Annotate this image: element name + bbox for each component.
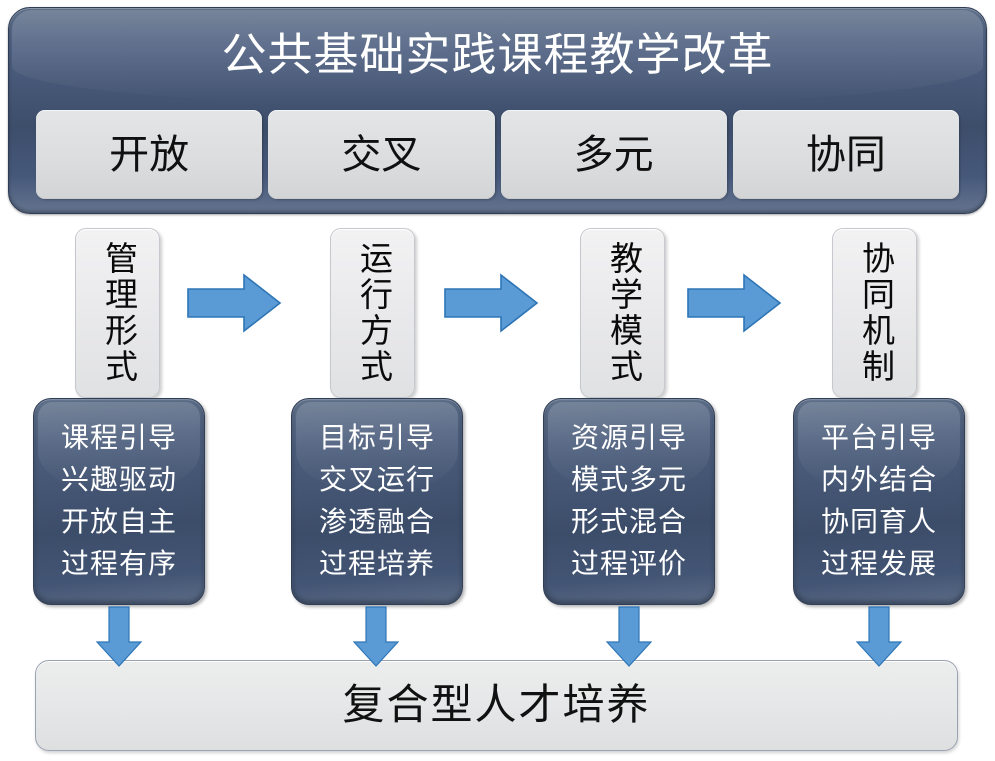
stage-label-guanli-xingshi[interactable]: 管理形式 [75,228,160,398]
detail-box-text: 课程引导 兴趣驱动 开放自主 过程有序 [60,422,177,580]
stage-label-text: 运行方式 [354,241,391,385]
arrow-down-icon-2 [352,606,400,668]
stage-label-yunxing-fangshi[interactable]: 运行方式 [330,228,415,398]
detail-box-text: 目标引导 交叉运行 渗透融合 过程培养 [318,422,435,580]
arrow-right-icon-1 [186,272,282,334]
stage-label-jiaoxue-moshi[interactable]: 教学模式 [580,228,665,398]
stage-label-text: 协同机制 [856,241,893,385]
tag-duoyuan[interactable]: 多元 [500,110,727,199]
header-panel: 公共基础实践课程教学改革 开放 交叉 多元 协同 [8,7,987,214]
detail-box-1[interactable]: 课程引导 兴趣驱动 开放自主 过程有序 [33,398,205,605]
stage-label-text: 管理形式 [99,241,136,385]
arrow-down-icon-1 [95,606,143,668]
detail-box-4[interactable]: 平台引导 内外结合 协同育人 过程发展 [793,398,965,605]
principle-tag-row: 开放 交叉 多元 协同 [36,110,959,199]
detail-box-text: 平台引导 内外结合 协同育人 过程发展 [820,422,937,580]
tag-jiaocha[interactable]: 交叉 [268,110,495,199]
tag-xietong[interactable]: 协同 [732,110,959,199]
page-title: 公共基础实践课程教学改革 [221,30,774,80]
detail-box-2[interactable]: 目标引导 交叉运行 渗透融合 过程培养 [291,398,463,605]
arrow-down-icon-4 [855,606,903,668]
arrow-down-icon-3 [605,606,653,668]
arrow-right-icon-2 [443,272,539,334]
detail-box-3[interactable]: 资源引导 模式多元 形式混合 过程评价 [543,398,715,605]
detail-box-text: 资源引导 模式多元 形式混合 过程评价 [570,422,687,580]
tag-kaifang[interactable]: 开放 [36,110,263,199]
arrow-right-icon-3 [686,272,782,334]
stage-label-text: 教学模式 [604,241,641,385]
outcome-bar[interactable]: 复合型人才培养 [35,660,958,751]
outcome-label: 复合型人才培养 [342,682,651,729]
stage-label-xietong-jizhi[interactable]: 协同机制 [832,228,917,398]
